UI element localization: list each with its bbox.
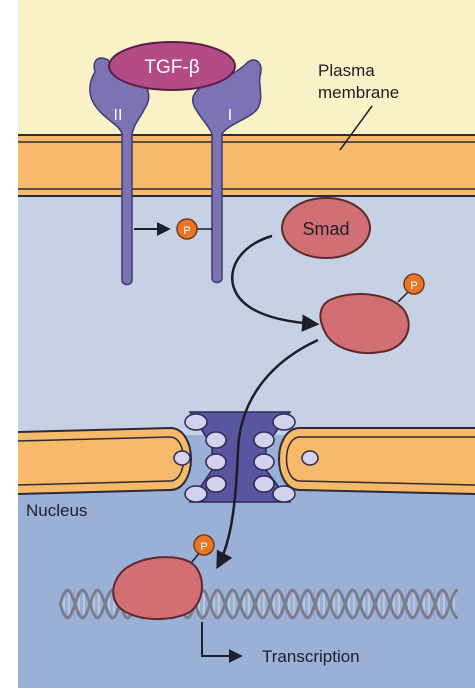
smad-phosphate-symbol: P bbox=[410, 280, 417, 292]
receptor-ii-label: II bbox=[114, 107, 123, 124]
receptor-phosphate-symbol: P bbox=[183, 225, 190, 237]
smad-label: Smad bbox=[302, 219, 349, 239]
nucleus-label: Nucleus bbox=[26, 501, 87, 520]
transcription-label: Transcription bbox=[262, 647, 360, 666]
left-border bbox=[0, 0, 18, 688]
plasma-membrane bbox=[18, 135, 475, 196]
nuclear-smad-phosphate-symbol: P bbox=[200, 541, 207, 553]
receptor-i-label: I bbox=[228, 107, 232, 124]
plasma-membrane-label-line1: Plasma bbox=[318, 61, 375, 80]
plasma-membrane-label-line2: membrane bbox=[318, 83, 399, 102]
ligand-label: TGF-β bbox=[144, 57, 199, 78]
